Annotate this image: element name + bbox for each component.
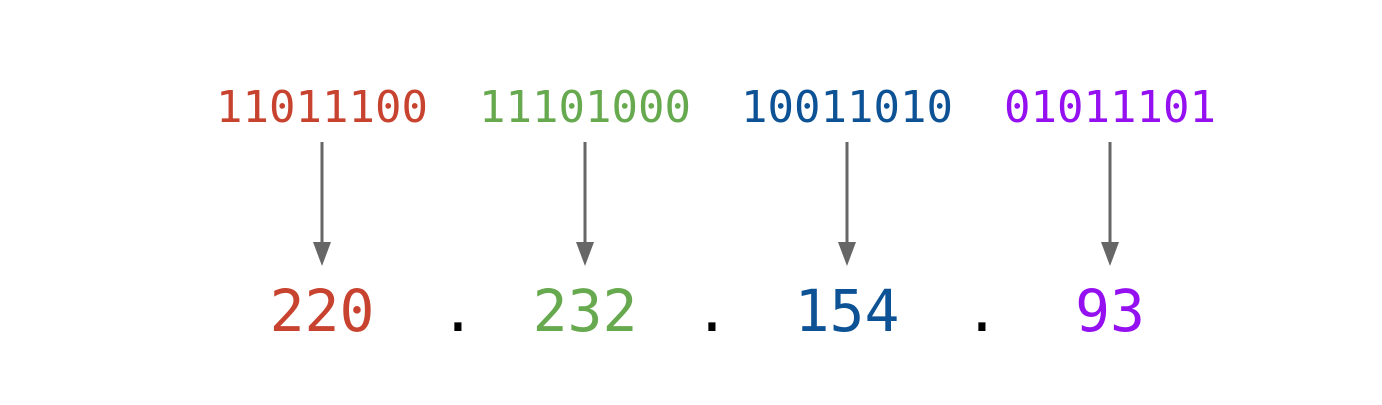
octet-4-binary: 01011101 [1004, 82, 1216, 133]
octet-2-decimal: 232 [532, 277, 638, 345]
octet-4: 01011101 93 [980, 0, 1240, 405]
octet-3: 10011010 154 [717, 0, 977, 405]
down-arrow-icon [1101, 142, 1119, 266]
separator-dot-2: . [694, 277, 730, 345]
octet-3-binary: 10011010 [741, 82, 953, 133]
octet-1: 11011100 220 [192, 0, 452, 405]
down-arrow-icon [313, 142, 331, 266]
octet-1-binary: 11011100 [216, 82, 428, 133]
separator-dot-3: . [964, 277, 1000, 345]
octet-2-binary: 11101000 [479, 82, 691, 133]
separator-dot-1: . [440, 277, 476, 345]
octet-1-decimal: 220 [269, 277, 375, 345]
down-arrow-icon [576, 142, 594, 266]
octet-2: 11101000 232 [455, 0, 715, 405]
octet-4-decimal: 93 [1075, 277, 1145, 345]
octet-3-decimal: 154 [794, 277, 900, 345]
down-arrow-icon [838, 142, 856, 266]
